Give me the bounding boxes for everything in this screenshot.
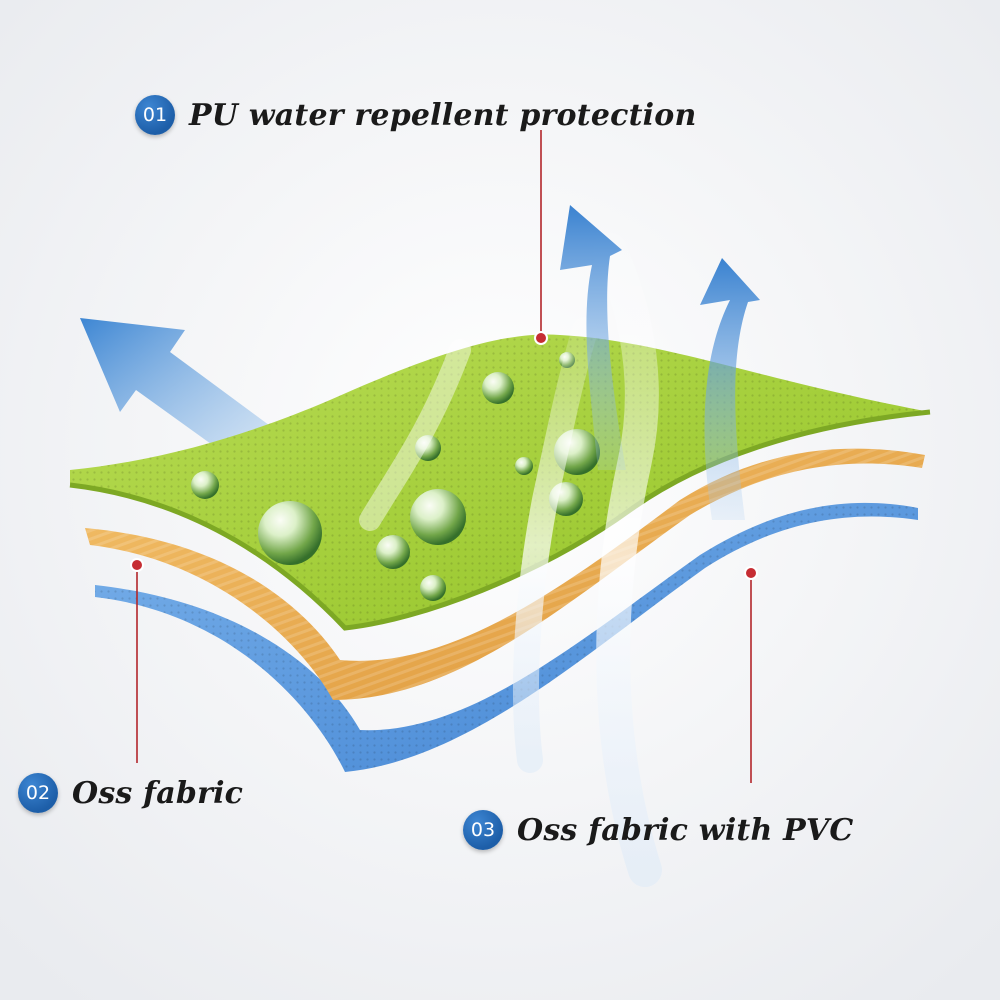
arrow-up-icon <box>560 205 626 470</box>
water-drop-icon <box>191 471 219 499</box>
layer-oss-fabric <box>85 448 925 700</box>
label-text-01: PU water repellent protection <box>189 97 697 133</box>
airflow-streams <box>359 233 662 887</box>
label-text-02: Oss fabric <box>72 775 244 811</box>
label-text-03: Oss fabric with PVC <box>517 812 854 848</box>
label-pu-water-repellent: 01 PU water repellent protection <box>135 95 696 135</box>
water-drop-icon <box>258 501 322 565</box>
water-drop-icon <box>515 457 533 475</box>
water-drop-icon <box>420 575 446 601</box>
water-drop-icon <box>482 372 514 404</box>
layer-oss-fabric-pvc <box>95 502 918 772</box>
leader-lines <box>130 130 758 783</box>
number-badge-01: 01 <box>135 95 175 135</box>
label-oss-fabric: 02 Oss fabric <box>18 773 243 813</box>
water-drop-icon <box>415 435 441 461</box>
number-badge-02: 02 <box>18 773 58 813</box>
water-drop-icon <box>376 535 410 569</box>
number-badge-03: 03 <box>463 810 503 850</box>
label-oss-fabric-pvc: 03 Oss fabric with PVC <box>463 810 853 850</box>
arrow-up-icon <box>700 258 760 520</box>
water-drop-icon <box>410 489 466 545</box>
